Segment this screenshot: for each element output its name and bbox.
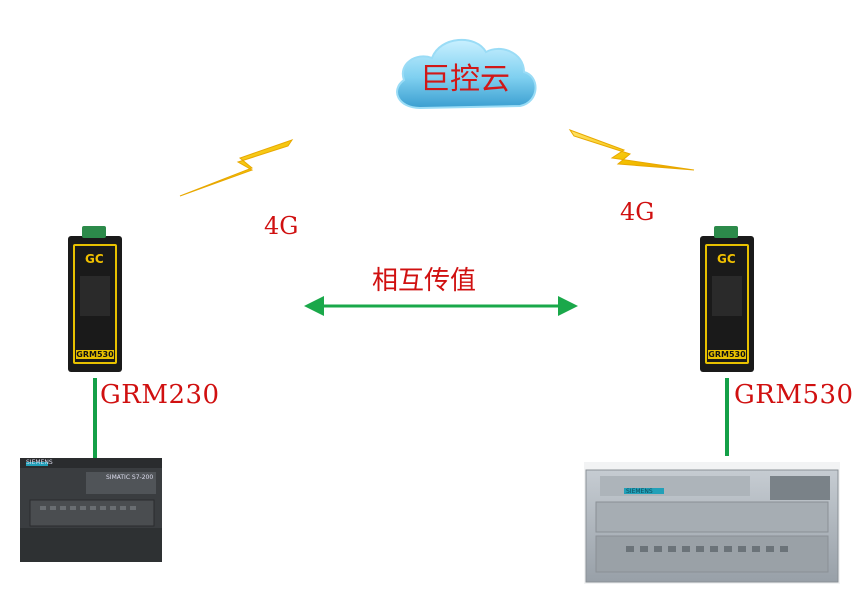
right-gateway-module: GC GRM530 (700, 226, 754, 372)
mutual-transfer-label: 相互传值 (372, 266, 477, 296)
left-plc-series: SIMATIC S7-200 (106, 474, 154, 481)
module-display (80, 276, 110, 316)
module-plate: GRM530 (708, 350, 746, 359)
lightning-right-icon (568, 128, 695, 171)
bidirectional-arrow (304, 296, 578, 316)
module-display (712, 276, 742, 316)
lightning-left-icon (179, 139, 294, 197)
left-model-label: GRM230 (100, 380, 220, 410)
left-plc (20, 458, 162, 562)
module-brand: GC (85, 252, 104, 266)
cloud-label: 巨控云 (420, 62, 510, 97)
module-brand: GC (717, 252, 736, 266)
module-plate: GRM530 (76, 350, 114, 359)
right-model-label: GRM530 (734, 380, 854, 410)
antenna-connector (714, 226, 738, 238)
left-gateway-module: GC GRM530 (68, 226, 122, 372)
left-4g-label: 4G (264, 212, 299, 240)
left-plc-brand: SIEMENS (26, 459, 53, 466)
antenna-connector (82, 226, 106, 238)
right-plc-brand: SIEMENS (626, 488, 653, 495)
right-plc (584, 462, 840, 584)
right-4g-label: 4G (620, 198, 655, 226)
cloud-icon (396, 38, 537, 110)
